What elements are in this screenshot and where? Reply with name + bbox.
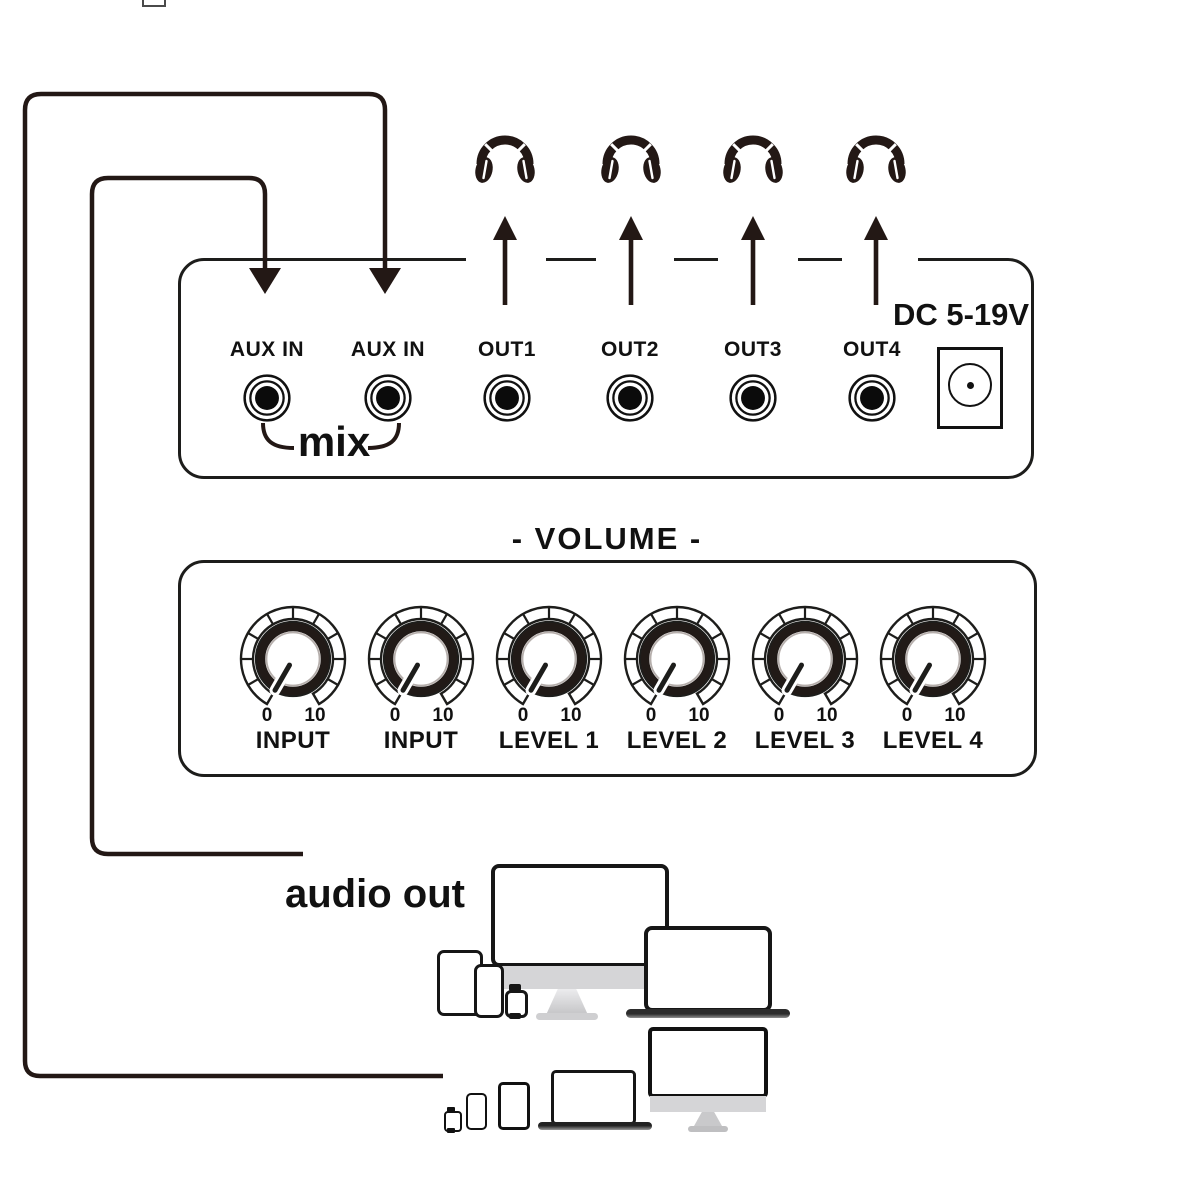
monitor-base bbox=[688, 1126, 728, 1132]
jack-label: OUT3 bbox=[723, 338, 782, 361]
out1-jack: OUT1 bbox=[462, 338, 552, 424]
knob-dial-icon bbox=[489, 599, 609, 719]
output-arrow-icon bbox=[864, 216, 888, 305]
audio-jack-icon bbox=[729, 374, 777, 422]
audio-out-label: audio out bbox=[285, 872, 465, 916]
volume-knob-level-4: 0 10 LEVEL 4 bbox=[868, 599, 998, 759]
knob-label: LEVEL 1 bbox=[498, 727, 600, 754]
laptop-base bbox=[626, 1009, 790, 1018]
knob-dial-icon bbox=[745, 599, 865, 719]
smartwatch-strap bbox=[509, 1013, 521, 1019]
dc-jack-barrel bbox=[948, 363, 992, 407]
knob-scale-max: 10 bbox=[432, 705, 454, 726]
output-arrow-icon bbox=[493, 216, 517, 305]
knob-scale-max: 10 bbox=[944, 705, 966, 726]
volume-knob-input-2: 0 10 INPUT bbox=[356, 599, 486, 759]
knob-dial-icon bbox=[361, 599, 481, 719]
jack-label: OUT4 bbox=[842, 338, 901, 361]
output-arrow-icon bbox=[619, 216, 643, 305]
knob-scale-min: 0 bbox=[773, 705, 785, 726]
volume-knob-level-3: 0 10 LEVEL 3 bbox=[740, 599, 870, 759]
panel-border-gap bbox=[596, 254, 674, 265]
knob-scale-max: 10 bbox=[304, 705, 326, 726]
knob-label: INPUT bbox=[255, 727, 331, 754]
volume-knob-level-1: 0 10 LEVEL 1 bbox=[484, 599, 614, 759]
knob-dial-icon bbox=[233, 599, 353, 719]
knob-scale-min: 0 bbox=[389, 705, 401, 726]
phone-icon bbox=[466, 1093, 487, 1130]
aux-in-jack-2: AUX IN bbox=[343, 338, 433, 424]
headphones-icon bbox=[473, 126, 537, 184]
dc-power-label: DC 5-19V bbox=[892, 297, 1030, 332]
knob-scale-max: 10 bbox=[560, 705, 582, 726]
phone-icon bbox=[474, 964, 504, 1018]
jack-label: AUX IN bbox=[229, 338, 305, 361]
desktop-monitor-icon bbox=[491, 864, 669, 967]
audio-jack-icon bbox=[243, 374, 291, 422]
audio-jack-icon bbox=[483, 374, 531, 422]
desktop-monitor-icon bbox=[648, 1027, 768, 1098]
laptop-base bbox=[538, 1122, 652, 1130]
knob-scale-max: 10 bbox=[688, 705, 710, 726]
cropped-edge-artifact bbox=[142, 0, 166, 7]
knob-label: LEVEL 2 bbox=[626, 727, 728, 754]
panel-border-gap bbox=[842, 254, 918, 265]
knob-scale-min: 0 bbox=[261, 705, 273, 726]
output-arrow-icon bbox=[741, 216, 765, 305]
knob-scale-min: 0 bbox=[645, 705, 657, 726]
knob-dial-icon bbox=[873, 599, 993, 719]
out3-jack: OUT3 bbox=[708, 338, 798, 424]
audio-jack-icon bbox=[364, 374, 412, 422]
out2-jack: OUT2 bbox=[585, 338, 675, 424]
jack-label: OUT1 bbox=[477, 338, 536, 361]
monitor-stand bbox=[546, 989, 588, 1015]
headphones-icon bbox=[721, 126, 785, 184]
knob-label: INPUT bbox=[383, 727, 459, 754]
monitor-chin bbox=[650, 1096, 766, 1112]
volume-knob-level-2: 0 10 LEVEL 2 bbox=[612, 599, 742, 759]
monitor-base bbox=[536, 1013, 598, 1020]
mix-label: mix bbox=[297, 418, 371, 465]
volume-section-title: - VOLUME - bbox=[511, 521, 703, 556]
aux-in-jack-1: AUX IN bbox=[222, 338, 312, 424]
knob-label: LEVEL 3 bbox=[754, 727, 856, 754]
dc-jack-pin bbox=[966, 381, 974, 389]
knob-scale-max: 10 bbox=[816, 705, 838, 726]
dc-power-jack bbox=[937, 347, 1003, 429]
volume-knob-input-1: 0 10 INPUT bbox=[228, 599, 358, 759]
knob-scale-min: 0 bbox=[901, 705, 913, 726]
panel-border-gap bbox=[718, 254, 798, 265]
laptop-icon bbox=[551, 1070, 636, 1125]
monitor-stand bbox=[694, 1112, 722, 1126]
out4-jack: OUT4 bbox=[827, 338, 917, 424]
knob-label: LEVEL 4 bbox=[882, 727, 984, 754]
headphones-icon bbox=[599, 126, 663, 184]
audio-jack-icon bbox=[606, 374, 654, 422]
jack-label: OUT2 bbox=[600, 338, 659, 361]
knob-dial-icon bbox=[617, 599, 737, 719]
smartwatch-strap bbox=[447, 1107, 455, 1112]
knob-scale-min: 0 bbox=[517, 705, 529, 726]
smartwatch-strap bbox=[509, 984, 521, 991]
laptop-icon bbox=[644, 926, 772, 1012]
monitor-chin bbox=[493, 966, 646, 989]
jack-label: AUX IN bbox=[350, 338, 426, 361]
smartwatch-strap bbox=[447, 1128, 455, 1133]
tablet-icon bbox=[498, 1082, 530, 1130]
audio-jack-icon bbox=[848, 374, 896, 422]
headphones-icon bbox=[844, 126, 908, 184]
